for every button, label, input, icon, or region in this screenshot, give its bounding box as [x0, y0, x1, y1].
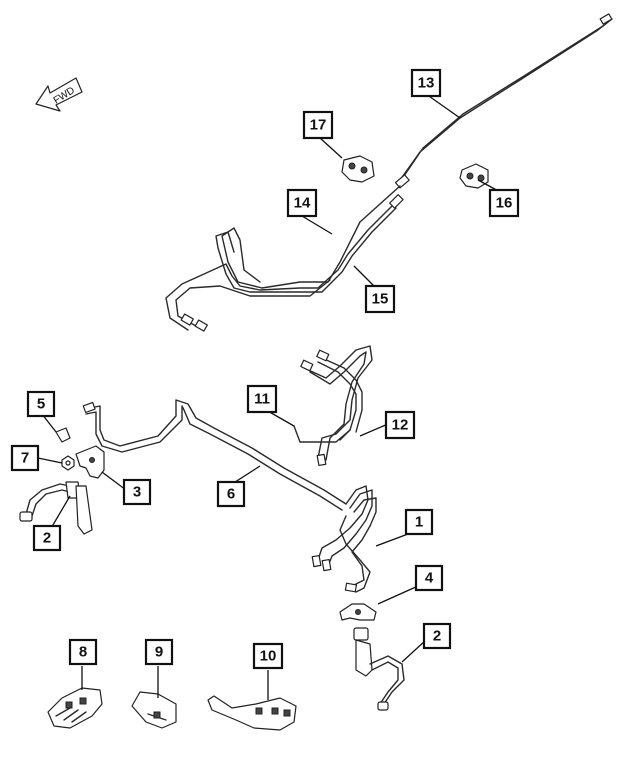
part-13-rear-brake-line — [394, 13, 613, 189]
callout-6: 6 — [216, 480, 246, 508]
callout-4: 4 — [414, 564, 444, 592]
callout-2-right: 2 — [422, 622, 452, 650]
callout-12: 12 — [384, 410, 416, 440]
callout-15-label: 15 — [372, 291, 389, 308]
callout-4-label: 4 — [425, 570, 434, 587]
part-3-bracket — [75, 445, 105, 479]
callout-9: 9 — [144, 638, 174, 666]
part-7-nut — [61, 455, 75, 471]
callout-8-label: 8 — [79, 644, 87, 661]
callout-5: 5 — [26, 390, 56, 418]
callout-11-label: 11 — [254, 391, 270, 408]
callout-5-label: 5 — [37, 396, 45, 413]
part-4-bracket — [339, 603, 377, 621]
part-10-bracket — [207, 695, 297, 731]
callout-9-label: 9 — [155, 644, 163, 661]
part-8-bracket — [47, 687, 103, 729]
callout-1-label: 1 — [415, 514, 423, 531]
part-14-15-brake-lines — [165, 185, 404, 332]
callout-3: 3 — [122, 478, 152, 506]
callout-8: 8 — [68, 638, 98, 666]
callout-14: 14 — [286, 188, 318, 218]
callout-7: 7 — [10, 444, 40, 472]
callout-1: 1 — [404, 508, 434, 536]
callout-13: 13 — [410, 68, 442, 98]
forward-direction-arrow: FWD — [35, 77, 83, 112]
callout-3-label: 3 — [133, 484, 141, 501]
callout-14-label: 14 — [294, 195, 311, 212]
callout-15: 15 — [364, 284, 396, 314]
part-16-clip — [459, 163, 489, 189]
callout-13-label: 13 — [418, 75, 435, 92]
part-17-clip — [341, 155, 375, 183]
part-9-clip — [131, 691, 177, 729]
callout-10: 10 — [252, 642, 284, 670]
callout-10-label: 10 — [260, 648, 277, 665]
callout-6-label: 6 — [227, 486, 235, 503]
leader-lines — [37, 93, 505, 700]
part-5-clip — [55, 427, 71, 443]
callout-7-label: 7 — [21, 450, 29, 467]
callout-16: 16 — [488, 188, 520, 218]
callout-17: 17 — [302, 110, 334, 140]
callout-12-label: 12 — [392, 417, 409, 434]
part-6-front-brake-line — [82, 399, 347, 511]
part-11-12-brake-lines — [293, 345, 373, 467]
part-2-brake-hose-left — [19, 481, 93, 535]
callout-11: 11 — [246, 384, 278, 414]
callout-2-left: 2 — [32, 524, 62, 552]
callout-2-left-label: 2 — [43, 530, 51, 547]
part-2-brake-hose-right — [353, 627, 405, 711]
callout-17-label: 17 — [310, 117, 327, 134]
part-1-brake-lines — [311, 485, 377, 593]
callout-2-right-label: 2 — [433, 628, 441, 645]
callout-16-label: 16 — [496, 195, 513, 212]
